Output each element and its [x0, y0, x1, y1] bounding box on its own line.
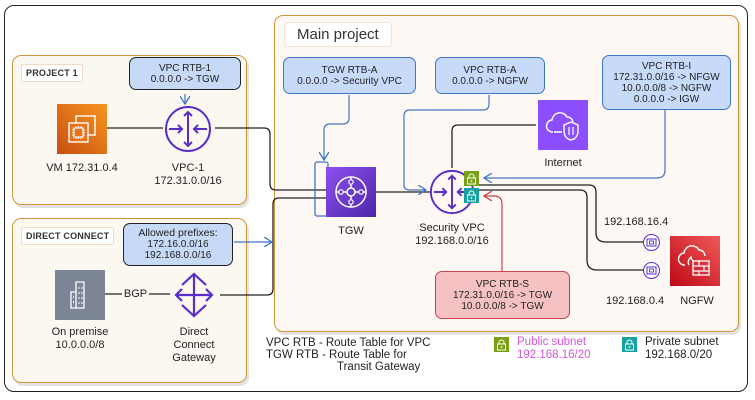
wire-secvpc-eni-public — [476, 184, 643, 243]
allowed-prefixes-box: Allowed prefixes: 172.16.0.0/16 192.168.… — [123, 223, 233, 266]
note-tgw-rtb: TGW RTB - Route Table for — [266, 349, 407, 361]
rtb-route: 0.0.0.0 -> IGW — [633, 93, 700, 105]
arrow-vpcrtbs-private — [484, 196, 503, 271]
legend-private-lock-icon — [622, 337, 637, 352]
vm-name: VM 172.31.0.4 — [46, 162, 118, 174]
rtb-title: VPC RTB-A — [463, 64, 517, 76]
ngfw-name: NGFW — [680, 295, 714, 307]
main-project-label: Main project — [284, 22, 392, 47]
rtb-route: 10.0.0.0/8 -> TGW — [461, 300, 544, 312]
vpc1-cidr: 172.31.0.0/16 — [154, 175, 222, 187]
vpc-rtb-a: VPC RTB-A 0.0.0.0 -> NGFW — [435, 57, 545, 94]
security-vpc-cidr: 192.168.0.0/16 — [415, 235, 489, 247]
rtb-title: VPC RTB-I — [641, 60, 692, 72]
dx-gateway-label: Direct Connect Gateway — [154, 326, 234, 365]
eni-public-ip: 192.168.16.4 — [604, 216, 669, 228]
wire-secvpc-internet — [451, 124, 536, 168]
private-subnet-lock-icon — [464, 188, 479, 203]
rtb-route: 0.0.0.0 -> Security VPC — [297, 75, 402, 87]
rtb-title: TGW RTB-A — [321, 64, 378, 76]
vpc-rtb-i: VPC RTB-I 172.31.0.0/16 -> NFGW 10.0.0.0… — [602, 55, 731, 110]
bgp-label: BGP — [123, 288, 148, 300]
arrow-vpcrtbi-public — [484, 108, 666, 178]
dx-gateway-line: Connect — [173, 339, 215, 351]
rtb-route: 172.31.0.0/16 -> NFGW — [613, 71, 720, 83]
vm-label: VM 172.31.0.4 — [42, 162, 122, 175]
legend-private: Private subnet 192.168.0/20 — [645, 336, 719, 362]
internet-label: Internet — [533, 157, 593, 170]
legend-public: Public subnet 192.168.16/20 — [517, 336, 591, 362]
wire-secvpc-eni-private — [476, 189, 643, 271]
corporate-building-icon — [55, 270, 105, 320]
security-vpc-name: Security VPC — [419, 222, 485, 234]
vpc-rtb-1: VPC RTB-1 0.0.0.0 -> TGW — [129, 57, 241, 90]
note-tgw-rtb-cont: Transit Gateway — [337, 361, 421, 373]
arrow-tgwrtba-tgw — [324, 95, 350, 160]
eni-private-icon — [643, 262, 660, 279]
rtb-title: VPC RTB-1 — [158, 62, 212, 74]
dx-gateway-line: Gateway — [172, 352, 216, 364]
legend-private-title: Private subnet — [645, 336, 719, 348]
rtb-title: VPC RTB-S — [475, 278, 530, 290]
tgw-name: TGW — [338, 225, 364, 237]
rtb-route: 0.0.0.0 -> TGW — [150, 73, 220, 85]
internet-gateway-shield-icon — [538, 100, 588, 150]
wire-vpc1-tgw — [215, 127, 326, 191]
rtb-route: 172.31.0.0/16 -> TGW — [452, 289, 553, 301]
tgw-rtb-a: TGW RTB-A 0.0.0.0 -> Security VPC — [283, 57, 416, 94]
legend-public-cidr: 192.168.16/20 — [517, 349, 591, 361]
prefix-item: 172.16.0.0/16 — [147, 239, 209, 250]
ngfw-label: NGFW — [677, 295, 717, 308]
on-premise-name: On premise — [51, 326, 109, 338]
on-premise-label: On premise 10.0.0.0/8 — [40, 326, 120, 352]
network-firewall-icon — [670, 236, 720, 286]
note-vpc-rtb: VPC RTB - Route Table for VPC — [266, 337, 431, 349]
vpc-rtb-s: VPC RTB-S 172.31.0.0/16 -> TGW 10.0.0.0/… — [435, 271, 570, 319]
on-premise-cidr: 10.0.0.0/8 — [55, 339, 105, 351]
vpc1-label: VPC-1 172.31.0.0/16 — [143, 162, 233, 188]
transit-gateway-icon — [326, 167, 376, 217]
tgw-label: TGW — [331, 225, 371, 238]
direct-connect-label: DIRECT CONNECT — [21, 227, 115, 245]
wire-dx-tgw — [220, 197, 326, 296]
ec2-instance-icon — [57, 104, 107, 154]
legend-public-lock-icon — [494, 337, 509, 352]
vpc1-name: VPC-1 — [171, 162, 205, 174]
legend-private-cidr: 192.168.0/20 — [645, 349, 713, 361]
prefixes-title: Allowed prefixes: — [138, 227, 218, 239]
prefix-item: 192.168.0.0/16 — [144, 250, 212, 261]
eni-private-ip: 192.168.0.4 — [606, 295, 665, 307]
dx-gateway-line: Direct — [179, 326, 209, 338]
internet-name: Internet — [544, 157, 582, 169]
rtb-route: 10.0.0.0/8 -> NGFW — [621, 82, 712, 94]
direct-connect-gateway-icon — [170, 270, 218, 320]
security-vpc-label: Security VPC 192.168.0.0/16 — [407, 222, 497, 248]
eni-public-icon — [643, 234, 660, 251]
vpc1-router-icon — [163, 104, 213, 154]
rtb-route: 0.0.0.0 -> NGFW — [452, 75, 528, 87]
public-subnet-lock-icon — [464, 171, 479, 186]
arrow-vpcrtba-secvpc — [403, 95, 490, 190]
legend-public-title: Public subnet — [517, 336, 587, 348]
project1-label: PROJECT 1 — [21, 64, 83, 82]
